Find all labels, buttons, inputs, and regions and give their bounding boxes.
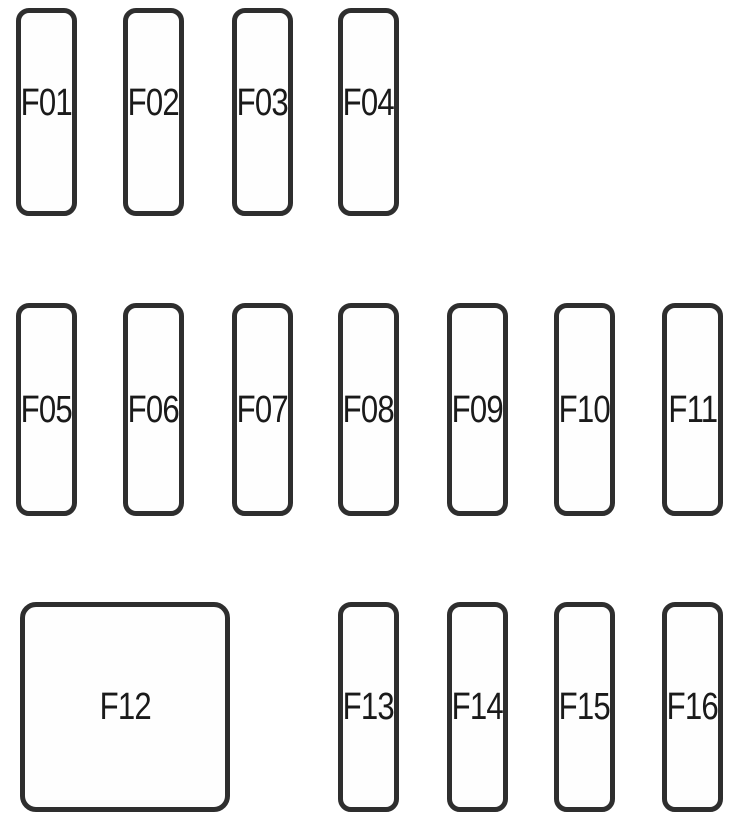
- fuse-f14-label: F14: [451, 686, 504, 728]
- fuse-f05: F05: [16, 303, 77, 516]
- fuse-f13: F13: [338, 602, 399, 812]
- fuse-f14: F14: [447, 602, 508, 812]
- fuse-f03: F03: [232, 8, 293, 216]
- fuse-f11-label: F11: [668, 388, 718, 431]
- fuse-f05-label: F05: [20, 388, 73, 431]
- fuse-f15-label: F15: [558, 686, 611, 728]
- fuse-f04: F04: [338, 8, 399, 216]
- fuse-f02-label: F02: [127, 82, 180, 124]
- fuse-f16: F16: [662, 602, 723, 812]
- fuse-f15: F15: [554, 602, 615, 812]
- fuse-f08: F08: [338, 303, 399, 516]
- fuse-f09: F09: [447, 303, 508, 516]
- fuse-f01-label: F01: [20, 82, 73, 124]
- fuse-f08-label: F08: [342, 388, 395, 431]
- fuse-f12-label: F12: [99, 686, 151, 728]
- fuse-f06-label: F06: [127, 388, 180, 431]
- fuse-f07: F07: [232, 303, 293, 516]
- fuse-f10: F10: [554, 303, 615, 516]
- fuse-f11: F11: [662, 303, 723, 516]
- fuse-f04-label: F04: [342, 82, 395, 124]
- fuse-f13-label: F13: [342, 686, 395, 728]
- fuse-f09-label: F09: [451, 388, 504, 431]
- fuse-f10-label: F10: [558, 388, 611, 431]
- fuse-f01: F01: [16, 8, 77, 216]
- fuse-f07-label: F07: [236, 388, 289, 431]
- fuse-f12: F12: [20, 602, 230, 812]
- fuse-f02: F02: [123, 8, 184, 216]
- fuse-f16-label: F16: [666, 686, 719, 728]
- fuse-f03-label: F03: [236, 82, 289, 124]
- fuse-f06: F06: [123, 303, 184, 516]
